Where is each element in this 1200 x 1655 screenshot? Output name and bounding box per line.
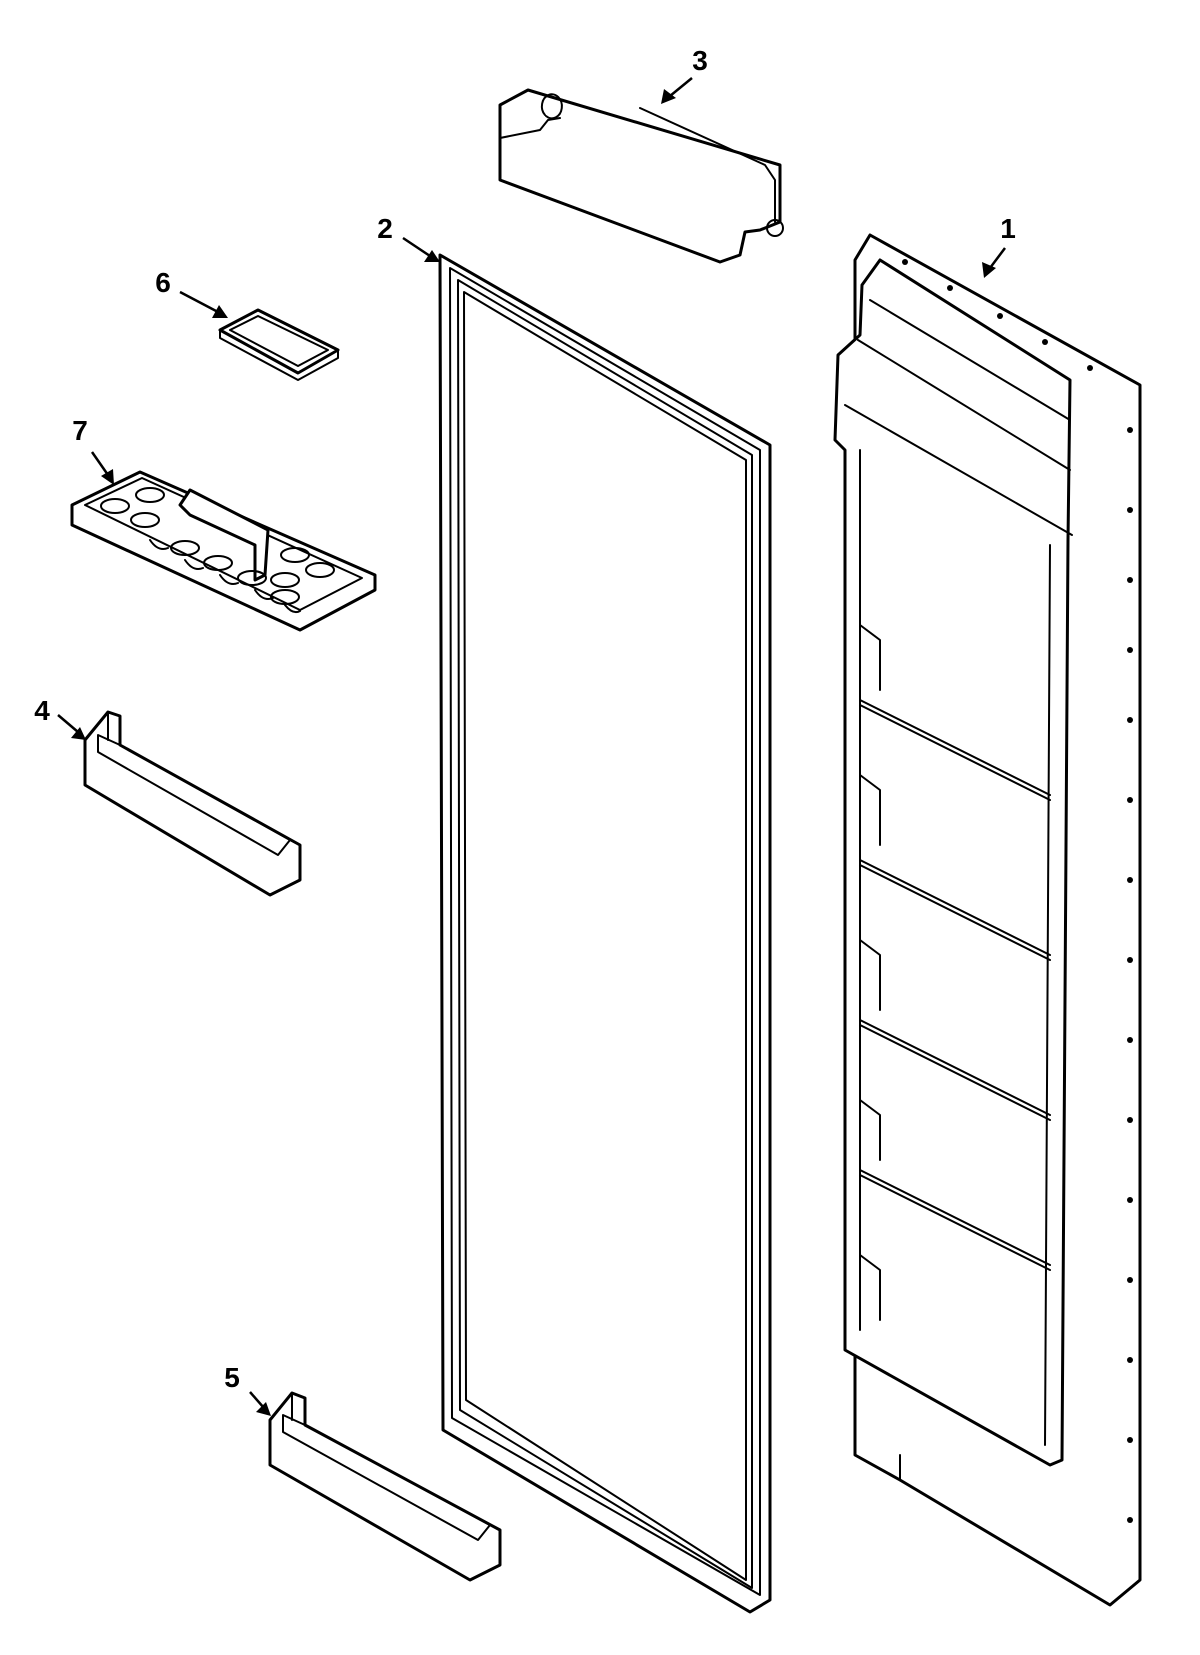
callout-7-label: 7 (72, 415, 88, 446)
callout-1-label: 1 (1000, 213, 1016, 244)
callout-6-label: 6 (155, 267, 171, 298)
part-door-liner (833, 233, 1142, 1607)
part-door-bin-lower (268, 1391, 502, 1582)
callout-4: 4 (34, 695, 86, 740)
callout-2: 2 (377, 213, 440, 262)
callout-2-label: 2 (377, 213, 393, 244)
callout-5-label: 5 (224, 1362, 240, 1393)
callout-1: 1 (982, 213, 1016, 278)
callout-3: 3 (661, 45, 708, 104)
callout-3-label: 3 (692, 45, 708, 76)
part-egg-tray (70, 470, 377, 632)
part-door-gasket (438, 253, 772, 1614)
part-door-bin-upper (83, 710, 302, 897)
part-dairy-door (498, 88, 784, 264)
callout-4-label: 4 (34, 695, 50, 726)
callout-7: 7 (72, 415, 114, 485)
callout-5: 5 (224, 1362, 271, 1416)
part-small-tray (218, 308, 340, 381)
callout-6: 6 (155, 267, 228, 318)
